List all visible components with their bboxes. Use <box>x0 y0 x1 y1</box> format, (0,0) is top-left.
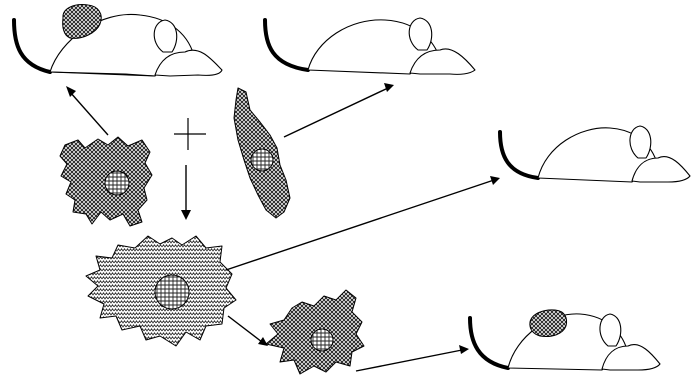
arrow-cell-b-to-mouse-2 <box>284 83 394 137</box>
cell-segregant <box>266 290 364 374</box>
mouse-top-center <box>265 18 475 74</box>
mouse-tail <box>14 20 50 72</box>
arrow-fusion-to-hybrid <box>181 165 191 220</box>
mouse-top-left <box>14 5 222 76</box>
mouse-ear <box>600 314 621 346</box>
tumor-icon <box>530 310 567 337</box>
arrow-segregant-to-mouse-4 <box>356 345 469 371</box>
mouse-bottom-right <box>470 310 660 370</box>
mouse-right <box>500 126 690 182</box>
cell-parent-b <box>234 88 290 218</box>
cell-nucleus <box>155 275 189 309</box>
cell-nucleus <box>311 329 333 351</box>
cell-hybrid <box>86 236 236 346</box>
arrow-hybrid-to-segregant <box>228 316 268 346</box>
mouse-ear <box>630 126 651 158</box>
mouse-tail <box>265 20 308 70</box>
cell-nucleus <box>105 171 129 195</box>
arrow-cell-a-to-mouse-1 <box>66 86 108 135</box>
mouse-tail <box>500 132 538 178</box>
cell-parent-a <box>60 137 152 226</box>
cell-nucleus <box>251 149 273 171</box>
mouse-ear <box>154 20 177 52</box>
mouse-tail <box>470 318 508 368</box>
fusion-plus-symbol <box>174 118 206 150</box>
mouse-ear <box>409 18 432 50</box>
